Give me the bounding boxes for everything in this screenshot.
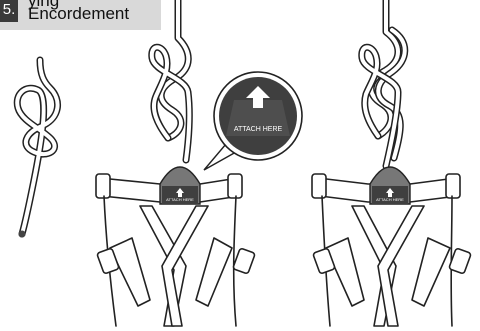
harness-with-doubled-knot: ATTACH HERE: [311, 0, 472, 327]
attach-here-badge: ATTACH HERE: [203, 71, 303, 171]
step-title-partial: ying: [28, 0, 60, 10]
arrow-up-icon: [176, 188, 184, 197]
figure-eight-knot: [13, 56, 61, 238]
arrow-up-icon: [246, 86, 270, 108]
harness-tag-label: ATTACH HERE: [376, 197, 404, 202]
arrow-up-icon: [386, 188, 394, 197]
step-label: 5. ying Encordement: [0, 0, 161, 30]
badge-label: ATTACH HERE: [234, 126, 283, 133]
step-title: Encordement: [28, 4, 130, 23]
step-number: 5.: [0, 0, 18, 22]
harness-tag-label: ATTACH HERE: [166, 197, 194, 202]
harness-with-knot: ATTACH HERE: [95, 0, 256, 327]
